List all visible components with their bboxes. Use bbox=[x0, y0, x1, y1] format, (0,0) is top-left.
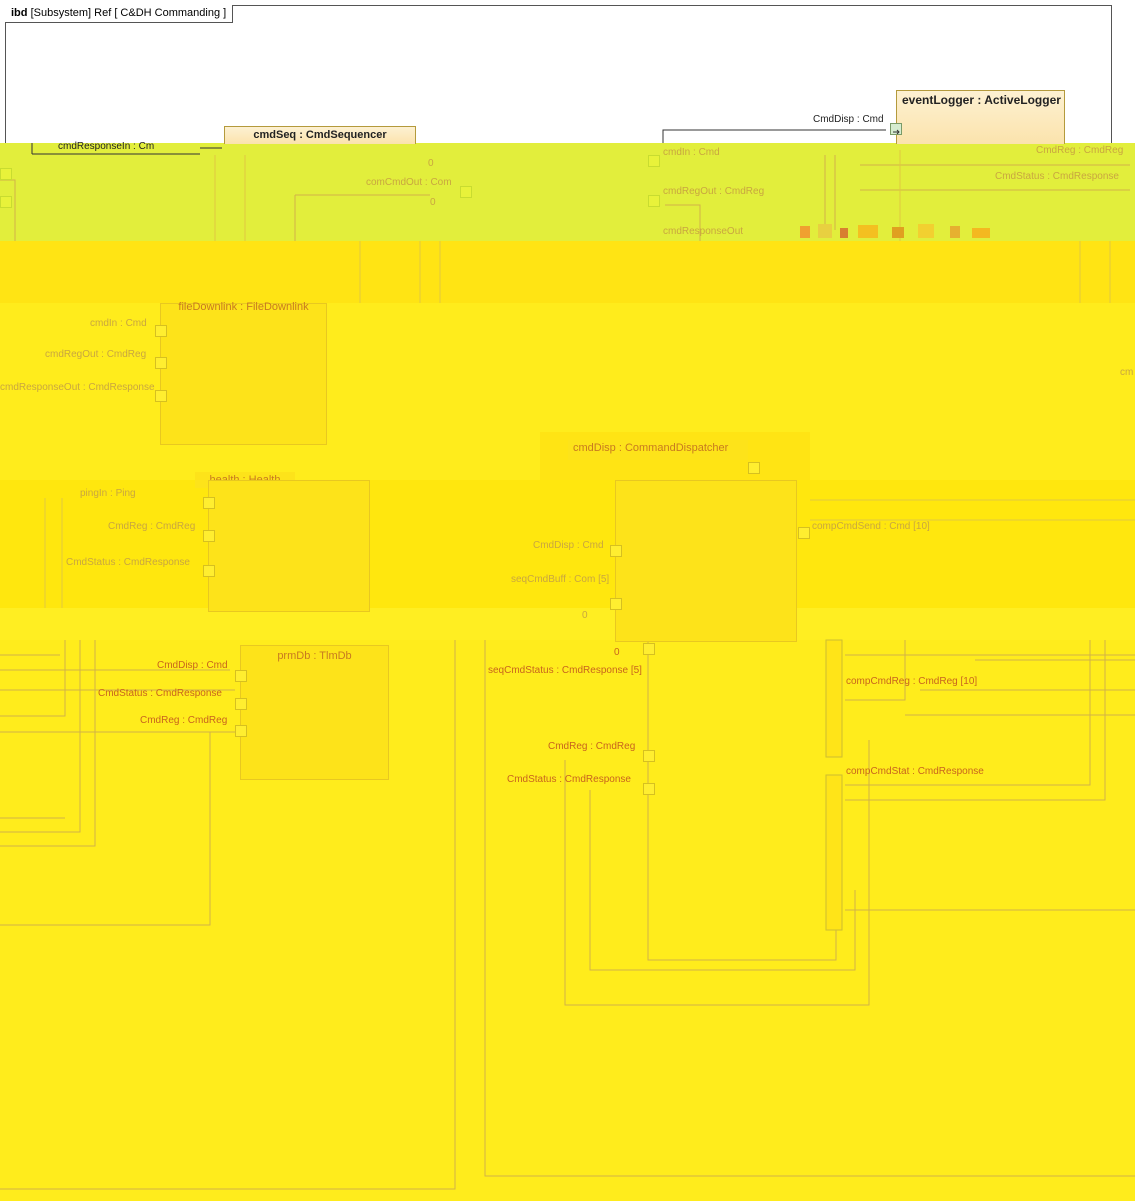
part-health[interactable] bbox=[208, 480, 370, 612]
glitch-band-top bbox=[0, 143, 1135, 241]
label-h-cmdReg: CmdReg : CmdReg bbox=[108, 521, 196, 532]
port[interactable] bbox=[235, 670, 247, 682]
port[interactable] bbox=[748, 462, 760, 474]
connector bbox=[665, 204, 701, 241]
port[interactable] bbox=[648, 195, 660, 207]
connector bbox=[564, 740, 870, 1006]
port[interactable] bbox=[610, 598, 622, 610]
part-cmdSeq[interactable]: cmdSeq : CmdSequencer bbox=[224, 126, 416, 144]
port[interactable] bbox=[235, 725, 247, 737]
label-cmdResponseIn: cmdResponseIn : Cm bbox=[58, 141, 155, 152]
arrow-right-icon bbox=[893, 129, 900, 135]
render-artifact bbox=[800, 222, 1020, 242]
connector bbox=[0, 640, 66, 717]
port[interactable] bbox=[643, 750, 655, 762]
part-eventLogger[interactable]: eventLogger : ActiveLogger bbox=[896, 90, 1065, 144]
label-h-cmdStatus: CmdStatus : CmdResponse bbox=[66, 557, 190, 568]
connector bbox=[845, 640, 906, 701]
part-cmdDisp[interactable] bbox=[615, 480, 797, 642]
label-cd-cmdDisp: CmdDisp : Cmd bbox=[533, 540, 604, 551]
part-title: cmdDisp : CommandDispatcher bbox=[573, 442, 729, 454]
glitch-shade bbox=[0, 241, 1135, 303]
artifact-icon bbox=[800, 224, 990, 238]
part-title: prmDb : TlmDb bbox=[277, 650, 352, 662]
port[interactable] bbox=[203, 565, 215, 577]
label-zero: 0 bbox=[428, 158, 434, 169]
label-cd-cmdStatus: CmdStatus : CmdResponse bbox=[507, 774, 631, 785]
part-tlmDb[interactable]: prmDb : TlmDb bbox=[240, 645, 389, 780]
connector bbox=[0, 640, 81, 833]
label-evl-cmdDisp: CmdDisp : Cmd bbox=[813, 114, 884, 125]
label-fd-cmdResponseOut: cmdResponseOut : CmdResponse bbox=[0, 382, 155, 393]
port[interactable] bbox=[460, 186, 472, 198]
label-cmdRegOut: cmdRegOut : CmdReg bbox=[663, 186, 765, 197]
port[interactable] bbox=[155, 325, 167, 337]
label-cd-seqCmdBuff: seqCmdBuff : Com [5] bbox=[511, 574, 610, 585]
port[interactable] bbox=[643, 783, 655, 795]
part-title: fileDownlink : FileDownlink bbox=[178, 301, 309, 313]
port-strip bbox=[825, 774, 843, 931]
label-zero: 0 bbox=[614, 647, 620, 658]
part-fileDownlink[interactable]: fileDownlink : FileDownlink bbox=[160, 301, 327, 445]
connector bbox=[662, 129, 886, 143]
part-cmdDisp-header[interactable]: cmdDisp : CommandDispatcher bbox=[568, 440, 748, 460]
label-tdb-cmdReg: CmdReg : CmdReg bbox=[140, 715, 228, 726]
port[interactable] bbox=[155, 357, 167, 369]
port[interactable] bbox=[643, 643, 655, 655]
label-cd-cmdReg: CmdReg : CmdReg bbox=[548, 741, 636, 752]
visible-connectors bbox=[31, 129, 886, 155]
connector bbox=[845, 640, 1106, 801]
label-h-pingIn: pingIn : Ping bbox=[80, 488, 136, 499]
port-strip bbox=[825, 639, 843, 758]
glitch-shade bbox=[0, 480, 1135, 608]
connector bbox=[845, 640, 1091, 786]
port-cmdDisp-eventLogger[interactable] bbox=[890, 123, 902, 135]
port[interactable] bbox=[648, 155, 660, 167]
diagram-title: [Subsystem] Ref [ C&DH Commanding ] bbox=[30, 7, 227, 19]
connector bbox=[647, 640, 837, 961]
label-zero: 0 bbox=[430, 197, 436, 208]
port[interactable] bbox=[155, 390, 167, 402]
cmdDisp-port-strip bbox=[825, 639, 843, 931]
port[interactable] bbox=[235, 698, 247, 710]
label-evl-cmdStatus: CmdStatus : CmdResponse bbox=[995, 171, 1119, 182]
label-comCmdOut: comCmdOut : Com bbox=[366, 177, 452, 188]
label-cd-compCmdStat: compCmdStat : CmdResponse bbox=[846, 766, 984, 777]
port[interactable] bbox=[0, 168, 12, 180]
faded-connectors bbox=[0, 155, 1135, 1190]
label-zero: 0 bbox=[582, 610, 588, 621]
part-title: cmdSeq : CmdSequencer bbox=[253, 129, 387, 141]
connector bbox=[0, 732, 211, 926]
port[interactable] bbox=[203, 497, 215, 509]
label-cmdIn: cmdIn : Cmd bbox=[663, 147, 720, 158]
label-tdb-cmdDisp: CmdDisp : Cmd bbox=[157, 660, 228, 671]
label-cd-seqCmdStatus: seqCmdStatus : CmdResponse [5] bbox=[488, 665, 642, 676]
part-title: eventLogger : ActiveLogger bbox=[902, 93, 1061, 107]
ghost-wires bbox=[44, 150, 1135, 608]
label-cd-compCmdReg: compCmdReg : CmdReg [10] bbox=[846, 676, 978, 687]
label-tdb-cmdStatus: CmdStatus : CmdResponse bbox=[98, 688, 222, 699]
port[interactable] bbox=[610, 545, 622, 557]
connector bbox=[589, 790, 856, 971]
label-fd-cmdIn: cmdIn : Cmd bbox=[90, 318, 147, 329]
connector bbox=[0, 640, 96, 847]
connector bbox=[484, 640, 1135, 1177]
port[interactable] bbox=[0, 196, 12, 208]
connector bbox=[0, 640, 456, 1190]
glitch-shade bbox=[0, 608, 1135, 640]
label-cmdResponseOut: cmdResponseOut bbox=[663, 226, 744, 237]
label-fd-cmdRegOut: cmdRegOut : CmdReg bbox=[45, 349, 147, 360]
port[interactable] bbox=[798, 527, 810, 539]
connector bbox=[0, 179, 16, 241]
diagram-frame-tab: ibd [Subsystem] Ref [ C&DH Commanding ] bbox=[5, 5, 234, 23]
diagram-kind: ibd bbox=[11, 7, 28, 19]
label-cd-compCmdSend: compCmdSend : Cmd [10] bbox=[812, 521, 930, 532]
label-right-edge: cm bbox=[1120, 367, 1134, 378]
label-evl-cmdReg: CmdReg : CmdReg bbox=[1036, 145, 1124, 156]
port[interactable] bbox=[203, 530, 215, 542]
